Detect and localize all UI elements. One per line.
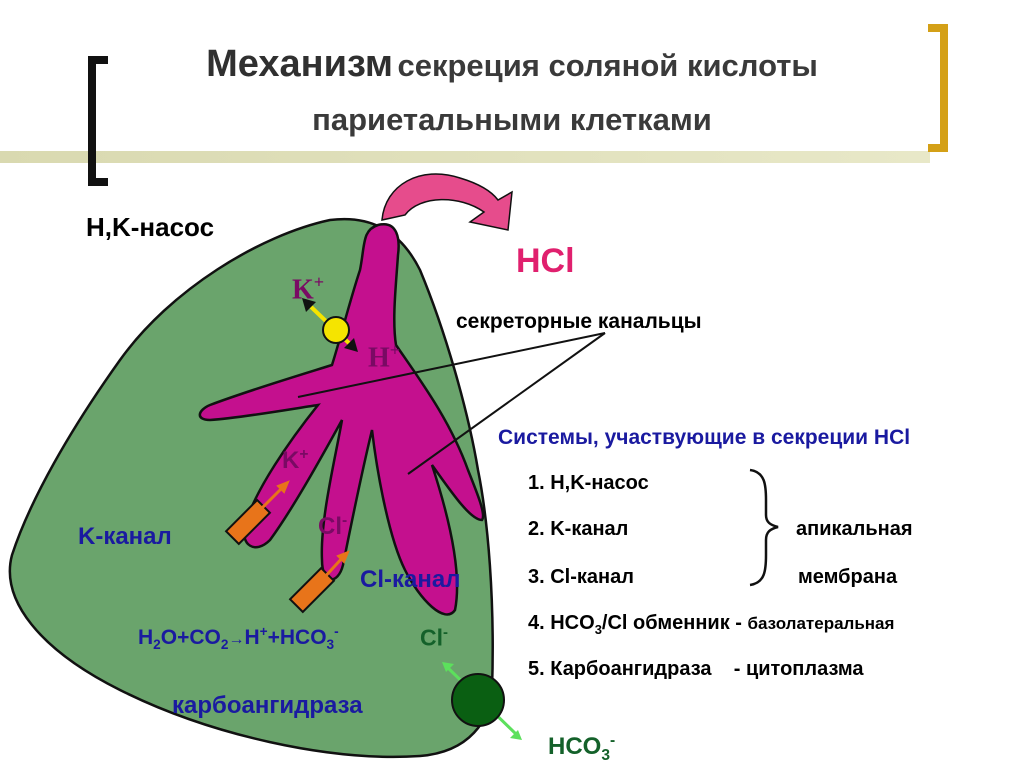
apical-brace xyxy=(749,468,779,587)
system-item-5-location: - цитоплазма xyxy=(733,658,864,680)
hco3-out-label: HCO3- xyxy=(548,732,616,764)
title-rule xyxy=(0,151,930,163)
secretory-canal xyxy=(198,222,485,616)
membrane-label: мембрана xyxy=(798,566,898,588)
cl-flow-arrow xyxy=(320,554,346,582)
arrowhead xyxy=(336,550,350,564)
hcl-label: HCl xyxy=(516,242,575,280)
arrowhead xyxy=(344,338,358,352)
systems-heading: Системы, участвующие в секреции HCl xyxy=(498,426,911,449)
title-main-word: Механизм xyxy=(206,43,394,85)
system-item-4: 4. HCO3/Cl обменник - базолатеральная xyxy=(528,612,895,637)
cl-channel-label: Cl-канал xyxy=(360,566,461,593)
hcl-exit-arrow xyxy=(381,173,513,231)
cl-minus-bottom-label: Cl- xyxy=(420,624,448,651)
title-rest: секреция соляной кислоты xyxy=(397,48,818,83)
arrowhead xyxy=(276,480,290,494)
system-item-3: 3. Cl-канал xyxy=(528,566,634,588)
hk-pump-label: H,K-насос xyxy=(86,212,215,242)
reaction-equation: H2O+CO2→H++HCO3- xyxy=(138,624,339,653)
system-item-4-location: базолатеральная xyxy=(747,614,895,633)
page-title: Механизм секреция соляной кислоты париет… xyxy=(0,40,1024,150)
k-plus-mid-label: K+ xyxy=(282,446,309,474)
apical-label: апикальная xyxy=(796,518,913,540)
arrowhead xyxy=(442,662,454,672)
system-item-5: 5. Карбоангидраза - цитоплазма xyxy=(528,658,864,680)
k-flow-arrow xyxy=(256,484,286,514)
canaliculi-label: секреторные канальцы xyxy=(456,310,702,333)
right-bracket xyxy=(928,24,948,152)
arrowhead xyxy=(510,730,522,740)
pointer-line xyxy=(297,332,606,398)
k-plus-top-label: K+ xyxy=(292,272,325,306)
k-channel-label: K-канал xyxy=(78,523,172,550)
title-line2: париетальными клетками xyxy=(312,102,712,137)
system-item-2: 2. K-канал xyxy=(528,518,629,540)
system-item-1: 1. H,K-насос xyxy=(528,472,649,494)
pointer-line xyxy=(407,332,606,475)
h-plus-label: H+ xyxy=(368,340,401,374)
arrowhead xyxy=(302,298,316,312)
carbonic-anhydrase-label: карбоангидраза xyxy=(172,692,363,719)
cl-minus-mid-label: Cl- xyxy=(318,512,348,540)
left-bracket xyxy=(88,56,108,186)
hk-pump-icon xyxy=(322,316,350,344)
exchanger-icon xyxy=(451,673,505,727)
